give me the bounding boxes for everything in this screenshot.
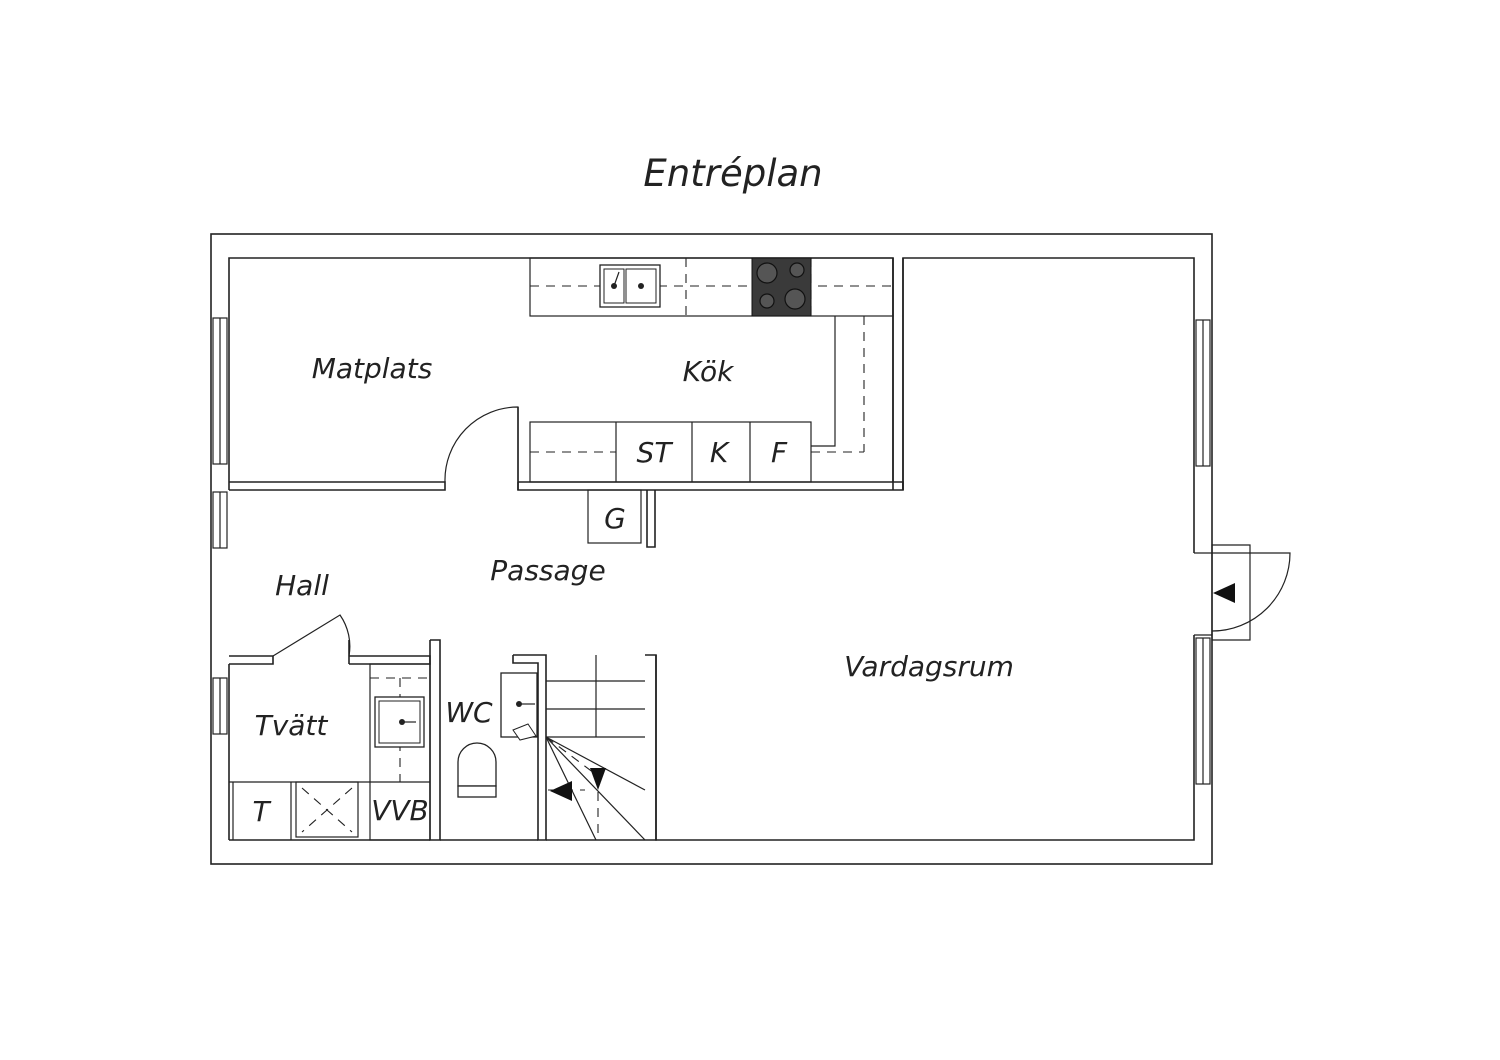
fixture-label-k: K	[710, 436, 731, 469]
fixture-label-vvb: VVB	[371, 794, 429, 827]
wc-sink-icon	[500, 672, 538, 741]
stove-icon	[751, 257, 812, 317]
fixture-label-g: G	[604, 502, 626, 535]
room-label-passage: Passage	[490, 554, 605, 587]
entry-arrow-icon	[1213, 583, 1235, 603]
laundry-sink-icon	[370, 677, 430, 782]
room-label-vardagsrum: Vardagsrum	[844, 650, 1014, 683]
fixture-label-t: T	[252, 795, 271, 828]
interior-walls	[229, 258, 904, 841]
staircase	[545, 655, 646, 841]
fixture-label-f: F	[771, 436, 788, 469]
room-label-hall: Hall	[275, 569, 329, 602]
entrance-door	[1194, 544, 1291, 641]
kitchen-sink-icon	[599, 264, 661, 308]
fixture-label-st: ST	[637, 436, 674, 469]
toilet-icon	[457, 742, 497, 798]
stair-left-arrow-icon	[550, 781, 572, 801]
kitchen-counter-bottom	[529, 421, 812, 483]
room-label-kok: Kök	[683, 355, 735, 388]
plan-title: Entréplan	[643, 152, 822, 195]
kitchen-counter-top	[529, 257, 894, 317]
stair-down-arrow-icon	[590, 768, 606, 790]
room-label-wc: WC	[445, 696, 493, 729]
room-label-tvatt: Tvätt	[255, 709, 329, 742]
outer-walls	[210, 233, 1213, 865]
closet-g	[587, 489, 642, 544]
washer-icon	[295, 781, 359, 838]
room-label-matplats: Matplats	[312, 352, 433, 385]
windows	[212, 317, 1211, 785]
kitchen-counter-side	[811, 316, 865, 453]
interior-doors	[272, 406, 519, 657]
